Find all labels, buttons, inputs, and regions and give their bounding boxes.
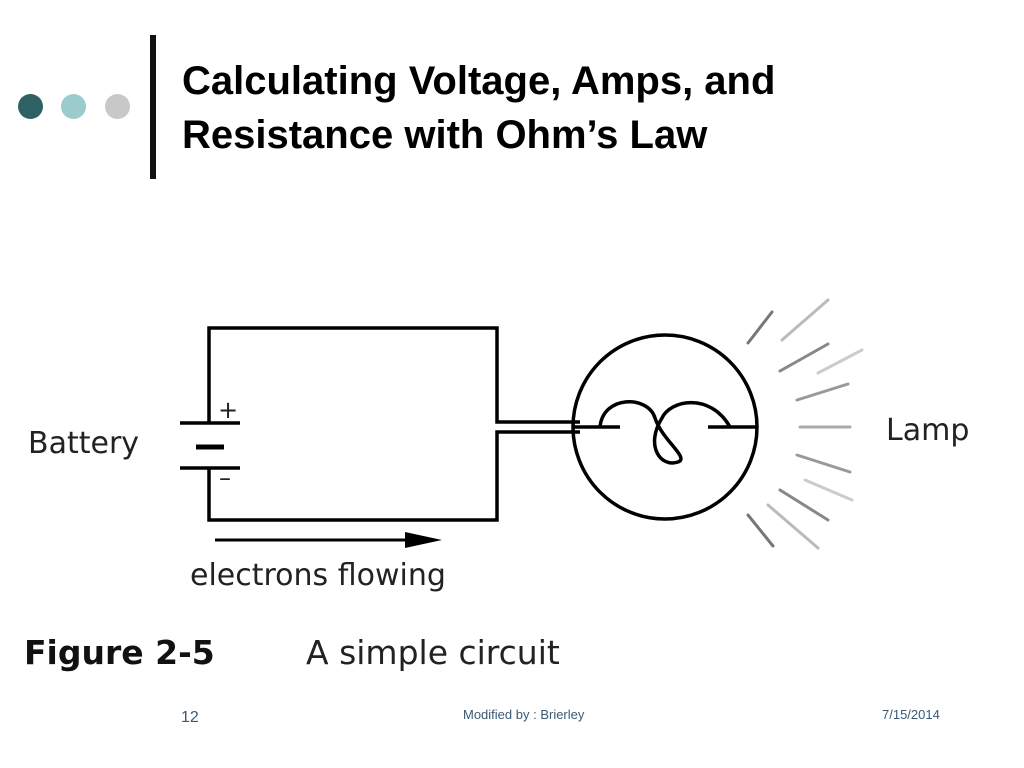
light-ray: [795, 382, 850, 402]
electrons-flowing-label: electrons flowing: [190, 558, 446, 593]
bullet-dot-light: [61, 94, 86, 119]
slide-title-line-2: Resistance with Ohm’s Law: [182, 113, 708, 157]
light-ray: [766, 503, 820, 550]
light-ray: [746, 310, 774, 345]
circuit-figure: Battery + – – Lamp electrons flowing Fig…: [24, 298, 969, 672]
slide-number: 12: [181, 709, 199, 726]
wire-top: [207, 326, 580, 424]
light-ray: [803, 478, 854, 502]
bullet-dots: [18, 94, 133, 120]
light-rays: [746, 298, 864, 550]
wire-bottom: [207, 430, 580, 522]
slide-title: Calculating Voltage, Amps, and Resistanc…: [182, 54, 1002, 162]
light-ray: [746, 513, 775, 548]
battery-minus-symbol-lower: –: [219, 464, 231, 492]
light-ray: [795, 453, 852, 474]
battery-label: Battery: [28, 426, 139, 461]
slide-title-line-1: Calculating Voltage, Amps, and: [182, 59, 776, 103]
light-ray: [780, 298, 830, 342]
flow-arrow-head: [405, 532, 442, 548]
footer-date: 7/15/2014: [882, 707, 940, 722]
lamp-filament: [598, 399, 732, 465]
light-ray: [778, 342, 830, 373]
figure-number: Figure 2-5: [24, 633, 215, 672]
bullet-dot-dark: [18, 94, 43, 119]
footer-modified-by: Modified by : Brierley: [463, 707, 585, 722]
lamp-label: Lamp: [886, 413, 969, 448]
battery-plus-symbol: +: [218, 396, 238, 424]
bullet-dot-gray: [105, 94, 130, 119]
light-ray: [778, 488, 830, 522]
light-ray: [816, 348, 864, 375]
figure-caption: A simple circuit: [306, 633, 560, 672]
title-divider: [150, 35, 156, 179]
